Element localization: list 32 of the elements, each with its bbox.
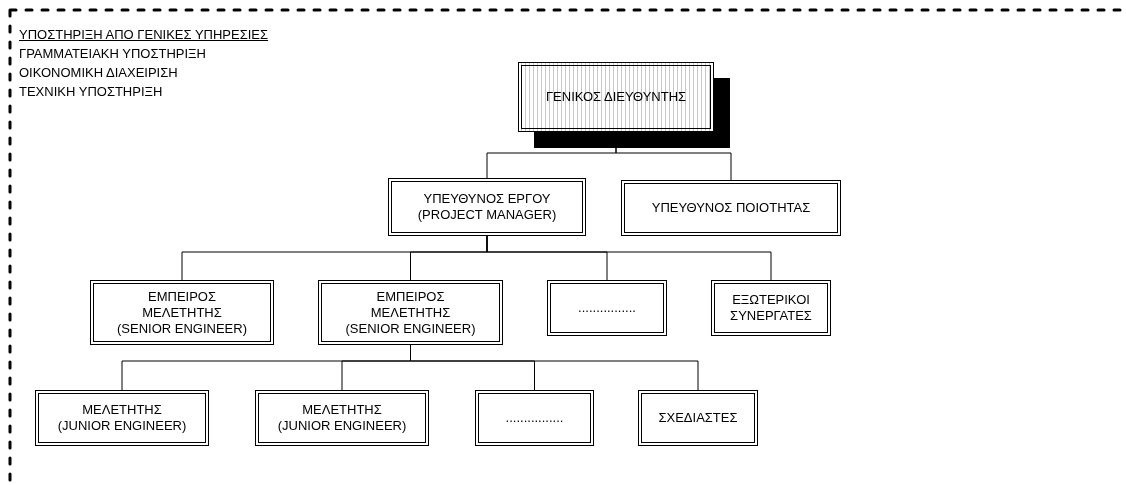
role-label: (SENIOR ENGINEER) xyxy=(345,320,476,337)
role-label: (JUNIOR ENGINEER) xyxy=(57,418,187,434)
org-box xyxy=(711,280,831,336)
support-item: ΟΙΚΟΝΟΜΙΚΗ ΔΙΑΧΕΙΡΙΣΗ xyxy=(19,65,178,81)
org-box xyxy=(90,280,274,345)
role-label: ΕΞΩΤΕΡΙΚΟΙ ΣΥΝΕΡΓΑΤΕΣ xyxy=(729,292,813,324)
org-box xyxy=(475,390,594,446)
org-box xyxy=(518,62,714,132)
role-label: (SENIOR ENGINEER) xyxy=(117,320,247,337)
org-box xyxy=(318,280,503,345)
role-label: (JUNIOR ENGINEER) xyxy=(277,418,407,434)
role-label: ΓΕΝΙΚΟΣ ΔΙΕΥΘΥΝΤΗΣ xyxy=(545,89,687,105)
role-label: ΣΧΕΔΙΑΣΤΕΣ xyxy=(658,410,738,426)
role-label: ΕΜΠΕΙΡΟΣ ΜΕΛΕΤΗΤΗΣ xyxy=(369,288,452,321)
role-label: ΥΠΕΥΘΥΝΟΣ ΕΡΓΟΥ xyxy=(423,191,551,207)
section-heading: ΥΠΟΣΤΗΡΙΞΗ ΑΠΟ ΓΕΝΙΚΕΣ ΥΠΗΡΕΣΙΕΣ xyxy=(19,27,269,43)
org-box xyxy=(35,390,209,446)
role-label: ΜΕΛΕΤΗΤΗΣ xyxy=(302,402,382,418)
role-label: ................ xyxy=(578,300,636,316)
org-box xyxy=(388,178,586,236)
role-label: ΜΕΛΕΤΗΤΗΣ xyxy=(82,402,162,418)
role-label: ΥΠΕΥΘΥΝΟΣ ΠΟΙΟΤΗΤΑΣ xyxy=(651,200,811,216)
org-box xyxy=(621,180,841,236)
org-box xyxy=(547,280,667,336)
support-item: ΓΡΑΜΜΑΤΕΙΑΚΗ ΥΠΟΣΤΗΡΙΞΗ xyxy=(19,46,206,62)
org-box xyxy=(638,390,758,446)
role-label: ΕΜΠΕΙΡΟΣ ΜΕΛΕΤΗΤΗΣ xyxy=(141,288,223,321)
role-label: (PROJECT MANAGER) xyxy=(417,207,557,223)
org-box xyxy=(255,390,429,446)
connector-line xyxy=(486,235,772,281)
support-item: ΤΕΧΝΙΚΗ ΥΠΟΣΤΗΡΙΞΗ xyxy=(19,84,163,100)
role-label: ................ xyxy=(505,410,564,426)
